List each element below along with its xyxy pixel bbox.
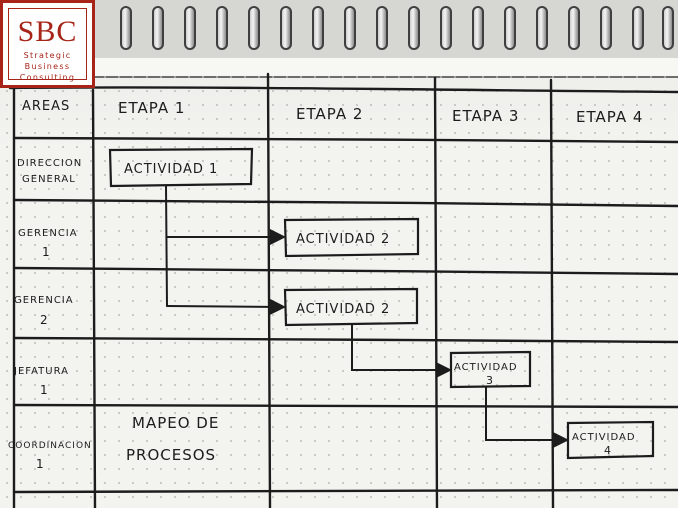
spiral-coil [344, 6, 356, 50]
spiral-coil [184, 6, 196, 50]
grid-line-row [12, 336, 678, 344]
activity-4-number: 3 [486, 374, 494, 387]
note-line-1: MAPEO DE [132, 414, 219, 432]
activity-4-label: ACTIVIDAD [454, 362, 518, 373]
row-label-coordinacion-number: 1 [36, 457, 45, 471]
spiral-coil [568, 6, 580, 50]
row-label-gerencia-1: GERENCIA [18, 228, 78, 239]
spiral-coil [440, 6, 452, 50]
spiral-coil [662, 6, 674, 50]
grid-line-column [91, 88, 97, 508]
spiral-coil [312, 6, 324, 50]
spiral-coil [408, 6, 420, 50]
note-line-2: PROCESOS [126, 446, 216, 464]
spiral-coil [280, 6, 292, 50]
row-label-jefatura-number: 1 [40, 383, 49, 397]
logo-line-1: Strategic [23, 51, 72, 60]
grid-line-column [266, 72, 272, 508]
activity-box-1 [108, 147, 254, 188]
logo-frame: SBC Strategic Business Consulting [8, 8, 87, 82]
header-stage-2: ETAPA 2 [296, 105, 363, 123]
activity-5-number: 4 [604, 444, 612, 457]
row-label-general: GENERAL [22, 174, 76, 185]
activity-5-label: ACTIVIDAD [572, 432, 636, 443]
grid-line-column [549, 78, 555, 508]
spiral-coil [600, 6, 612, 50]
header-stage-3: ETAPA 3 [452, 107, 519, 125]
grid-line-header [12, 136, 678, 144]
activity-1-label: ACTIVIDAD 1 [124, 162, 218, 177]
logo-title: SBC [17, 15, 78, 48]
row-label-coordinacion: COORDINACION [8, 441, 92, 451]
grid-line-row [12, 198, 678, 208]
row-label-gerencia-1-number: 1 [42, 245, 51, 259]
row-label-direccion: DIRECCION [17, 158, 82, 169]
header-stage-4: ETAPA 4 [576, 108, 643, 126]
activity-3-label: ACTIVIDAD 2 [296, 302, 390, 317]
activity-2-label: ACTIVIDAD 2 [296, 232, 390, 247]
spiral-coil [216, 6, 228, 50]
logo-line-2: Business [24, 62, 71, 71]
grid-line-column [433, 76, 439, 508]
spiral-coil [152, 6, 164, 50]
spiral-coil [248, 6, 260, 50]
grid-line-row [12, 488, 678, 494]
connector-line [165, 185, 168, 307]
connector-arrow [166, 298, 286, 315]
spiral-coil [632, 6, 644, 50]
sbc-logo: SBC Strategic Business Consulting [0, 0, 95, 88]
row-label-gerencia-2-number: 2 [40, 313, 49, 327]
connector-arrow [351, 324, 452, 378]
spiral-coil [504, 6, 516, 50]
row-label-gerencia-2: GERENCIA [14, 295, 74, 306]
spiral-coil [376, 6, 388, 50]
spiral-coil [536, 6, 548, 50]
logo-line-3: Consulting [19, 73, 76, 82]
row-label-jefatura: JEFATURA [13, 366, 69, 377]
grid-line-top [8, 86, 678, 94]
connector-arrow [485, 386, 569, 448]
spiral-coil [472, 6, 484, 50]
grid-line-row [12, 266, 678, 276]
header-areas: AREAS [22, 99, 70, 114]
grid-line-row [12, 403, 678, 409]
header-stage-1: ETAPA 1 [118, 99, 185, 117]
spiral-coil [120, 6, 132, 50]
